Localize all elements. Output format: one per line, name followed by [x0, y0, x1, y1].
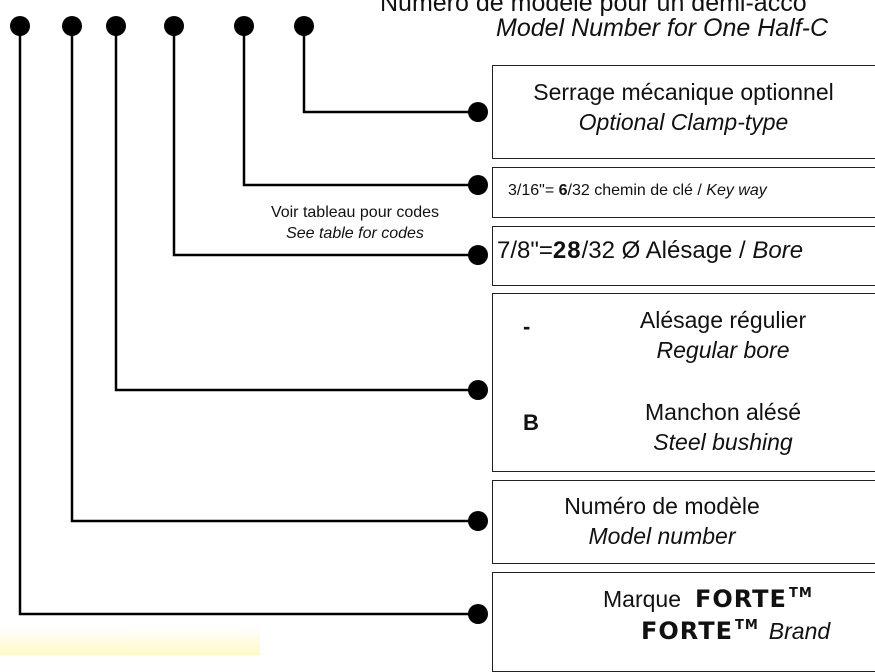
see-table-fr: Voir tableau pour codes: [270, 204, 440, 221]
code-dot-bore-type: [106, 16, 126, 36]
end-dot-bore-type: [468, 380, 488, 400]
end-dot-keyway: [468, 175, 488, 195]
clamp-label-en: Optional Clamp-type: [578, 109, 789, 135]
connector-line-bore-type: [114, 26, 478, 392]
see-table-note: Voir tableau pour codes See table for co…: [220, 202, 490, 244]
end-dot-brand: [468, 604, 488, 624]
code-dot-keyway: [234, 16, 254, 36]
yellow-tint-background: [0, 627, 260, 655]
option-code-bushing: B: [523, 410, 539, 435]
clamp-label-fr: Serrage mécanique optionnel: [533, 79, 834, 105]
diagram-title-fr: Numéro de modèle pour un demi-acco: [380, 0, 807, 17]
bore-box: 7/8"=28/32 Ø Alésage / Bore: [492, 226, 875, 286]
connector-diagram: [10, 16, 488, 624]
code-dot-brand: [10, 16, 30, 36]
model-number-en: Model number: [588, 523, 736, 549]
diagram-title-en: Model Number for One Half-C: [496, 14, 829, 42]
end-dot-model: [468, 511, 488, 531]
option-steel-bushing: Manchon alésé Steel bushing: [645, 399, 801, 455]
option-regular-bore: Alésage régulier Regular bore: [639, 307, 807, 363]
end-dot-clamp: [468, 102, 488, 122]
clamp-box: Serrage mécanique optionnel Optional Cla…: [492, 65, 875, 159]
option-code-regular: -: [523, 314, 531, 339]
code-dot-bore: [164, 16, 184, 36]
code-dot-model: [62, 16, 82, 36]
model-number-fr: Numéro de modèle: [564, 493, 760, 519]
bore-label: 7/8"=28/32 Ø Alésage / Bore: [497, 237, 804, 264]
connector-line-brand: [18, 26, 478, 616]
code-dot-clamp: [294, 16, 314, 36]
connector-line-keyway: [242, 26, 478, 187]
bore-type-box: - Alésage régulier Regular bore B Mancho…: [492, 293, 875, 472]
connector-line-clamp: [302, 26, 478, 114]
end-dot-bore: [468, 245, 488, 265]
connector-line-model: [70, 26, 478, 523]
keyway-box: 3/16"= 6/32 chemin de clé / Key way: [492, 167, 875, 218]
keyway-label: 3/16"= 6/32 chemin de clé / Key way: [508, 182, 767, 199]
model-number-box: Numéro de modèle Model number: [492, 480, 875, 564]
connector-line-bore: [172, 26, 478, 257]
see-table-en: See table for codes: [286, 225, 424, 242]
